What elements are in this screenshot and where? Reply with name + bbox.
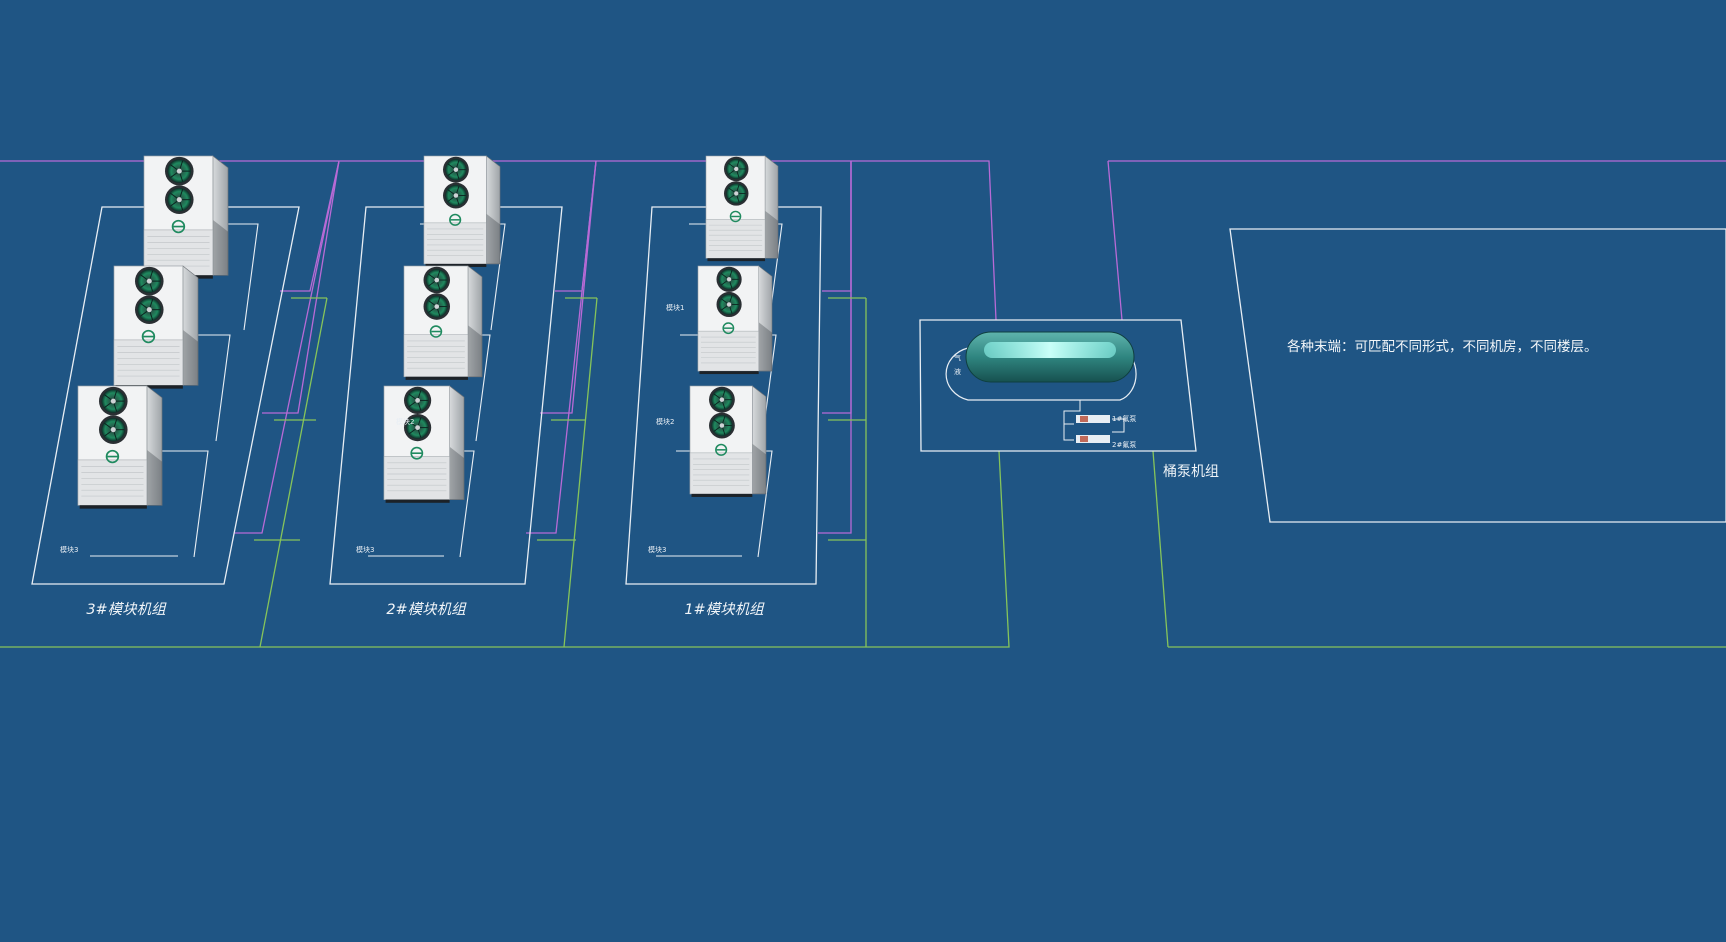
- green-pipe: [0, 450, 1010, 648]
- fan-icon: [165, 156, 194, 186]
- module-group-frame: [31, 206, 300, 585]
- fan-icon: [135, 295, 164, 324]
- brand-logo-icon: [171, 219, 186, 234]
- module-group: 模块2 模块3 2#模块机组: [329, 155, 563, 618]
- tank-icon: [965, 331, 1135, 383]
- magenta-pipe: [822, 161, 852, 292]
- fan-icon: [99, 415, 128, 444]
- green-pipe: [1152, 450, 1169, 648]
- fan-icon: [165, 185, 194, 214]
- module-groups: 模块3 3#模块机组 模块2 模块3 2#模块机组 模块1 模块2 模块3 1#模块机组: [31, 155, 822, 618]
- fan-icon: [135, 266, 164, 296]
- pump-2-label: 2#氟泵: [1112, 440, 1136, 449]
- fan-icon: [709, 386, 735, 413]
- module-group: 模块1 模块2 模块3 1#模块机组: [625, 155, 822, 618]
- magenta-pipe: [822, 161, 852, 414]
- fan-icon: [443, 182, 469, 209]
- module-group-frame: [625, 206, 822, 585]
- module-group-label: 3#模块机组: [86, 601, 167, 618]
- tank-liquid-label: 液: [954, 367, 961, 376]
- pipe-lines: [0, 160, 1726, 648]
- pump-unit-frame: [919, 319, 1197, 452]
- fan-icon: [99, 386, 128, 416]
- brand-logo-icon: [429, 325, 443, 338]
- brand-logo-icon: [141, 329, 156, 344]
- chiller-unit: [143, 155, 229, 279]
- fan-icon: [716, 291, 742, 318]
- pump-1-label: 1#氟泵: [1112, 414, 1136, 423]
- pump-unit: 气 液 1#氟泵 2#氟泵 桶泵机组: [919, 319, 1219, 480]
- terminals-box: 各种末端：可匹配不同形式，不同机房，不同楼层。: [1229, 228, 1726, 523]
- fan-icon: [724, 181, 749, 206]
- chiller-unit: [403, 265, 483, 380]
- module-label: 模块2: [656, 417, 674, 426]
- brand-logo-icon: [449, 213, 462, 226]
- fan-icon: [404, 386, 432, 414]
- module-label: 模块3: [60, 545, 78, 554]
- chiller-unit: [383, 385, 465, 503]
- chiller-unit: [705, 155, 779, 262]
- green-pipe: [259, 297, 328, 648]
- green-pipe: [563, 297, 598, 648]
- tank-gas-label: 气: [954, 353, 961, 362]
- brand-logo-icon: [410, 446, 424, 460]
- module-group-label: 1#模块机组: [684, 601, 765, 618]
- brand-logo-icon: [722, 322, 735, 335]
- chiller-unit: [697, 265, 773, 375]
- chiller-unit: [113, 265, 199, 389]
- fan-icon: [423, 266, 451, 294]
- magenta-pipe: [262, 160, 340, 414]
- magenta-pipe: [818, 161, 852, 534]
- terminals-frame: [1229, 228, 1726, 523]
- magenta-pipe: [234, 160, 340, 534]
- chiller-unit: [689, 385, 767, 497]
- pump-icon: [1076, 435, 1110, 443]
- module-label: 模块2: [396, 417, 414, 426]
- module-label: 模块3: [648, 545, 666, 554]
- fan-icon: [716, 266, 742, 292]
- magenta-pipe: [1107, 160, 1123, 321]
- fan-icon: [423, 293, 451, 320]
- fan-icon: [709, 412, 735, 439]
- module-group-frame: [329, 206, 563, 585]
- pump-lines: [1063, 400, 1125, 441]
- module-label: 模块3: [356, 545, 374, 554]
- fan-icon: [724, 156, 749, 182]
- module-group-label: 2#模块机组: [386, 601, 467, 618]
- terminals-text: 各种末端：可匹配不同形式，不同机房，不同楼层。: [1287, 339, 1598, 355]
- module-label: 模块1: [666, 303, 684, 312]
- brand-logo-icon: [105, 449, 120, 464]
- brand-logo-icon: [729, 210, 742, 223]
- magenta-pipe: [526, 160, 597, 534]
- chiller-unit: [77, 385, 163, 509]
- pump-icon: [1076, 415, 1110, 423]
- chiller-unit: [423, 155, 501, 267]
- brand-logo-icon: [715, 443, 728, 456]
- fan-icon: [404, 414, 432, 442]
- magenta-pipe: [540, 160, 597, 414]
- magenta-pipe: [280, 160, 340, 292]
- fan-icon: [443, 156, 469, 183]
- module-group: 模块3 3#模块机组: [31, 155, 300, 618]
- pump-unit-label: 桶泵机组: [1163, 464, 1219, 480]
- magenta-pipe: [0, 160, 997, 321]
